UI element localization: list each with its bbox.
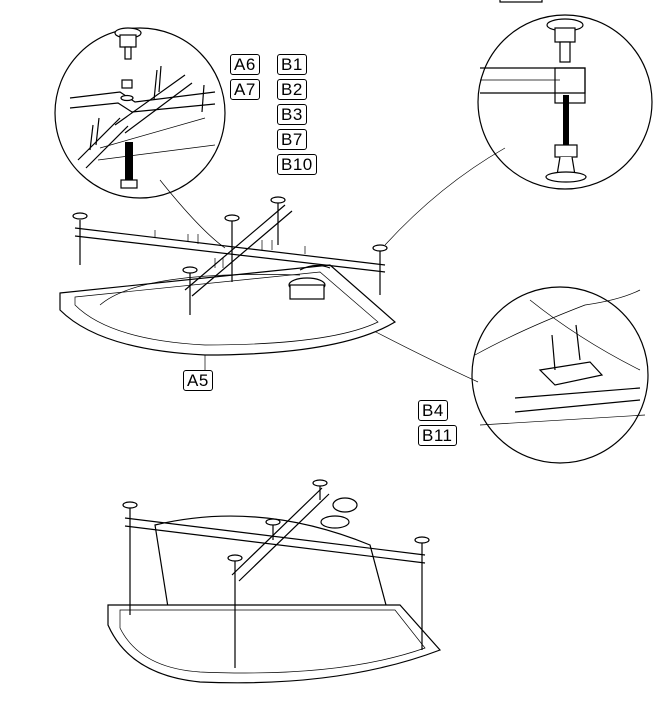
detail-circle-leg-adjust: [477, 14, 653, 190]
part-label-a7: A7: [230, 79, 260, 100]
leader-line-1: [159, 179, 226, 249]
cutoff-label-box: [499, 0, 543, 3]
part-label-b11: B11: [418, 425, 457, 446]
part-label-b1: B1: [277, 54, 307, 75]
part-label-b4: B4: [418, 400, 448, 421]
leader-line-3: [371, 329, 479, 383]
detail-circle-frame-cross: [54, 27, 226, 199]
tub-with-frame-bottom: [107, 479, 442, 684]
part-label-a5: A5: [183, 370, 213, 391]
part-label-a6: A6: [230, 54, 260, 75]
part-label-b2: B2: [277, 79, 307, 100]
detail-circle-clip: [471, 286, 649, 464]
tub-with-frame-top: [59, 196, 397, 372]
part-label-b7: B7: [277, 129, 307, 150]
part-label-b3: B3: [277, 104, 307, 125]
leader-line-2: [384, 147, 506, 246]
part-label-b10: B10: [277, 154, 317, 175]
